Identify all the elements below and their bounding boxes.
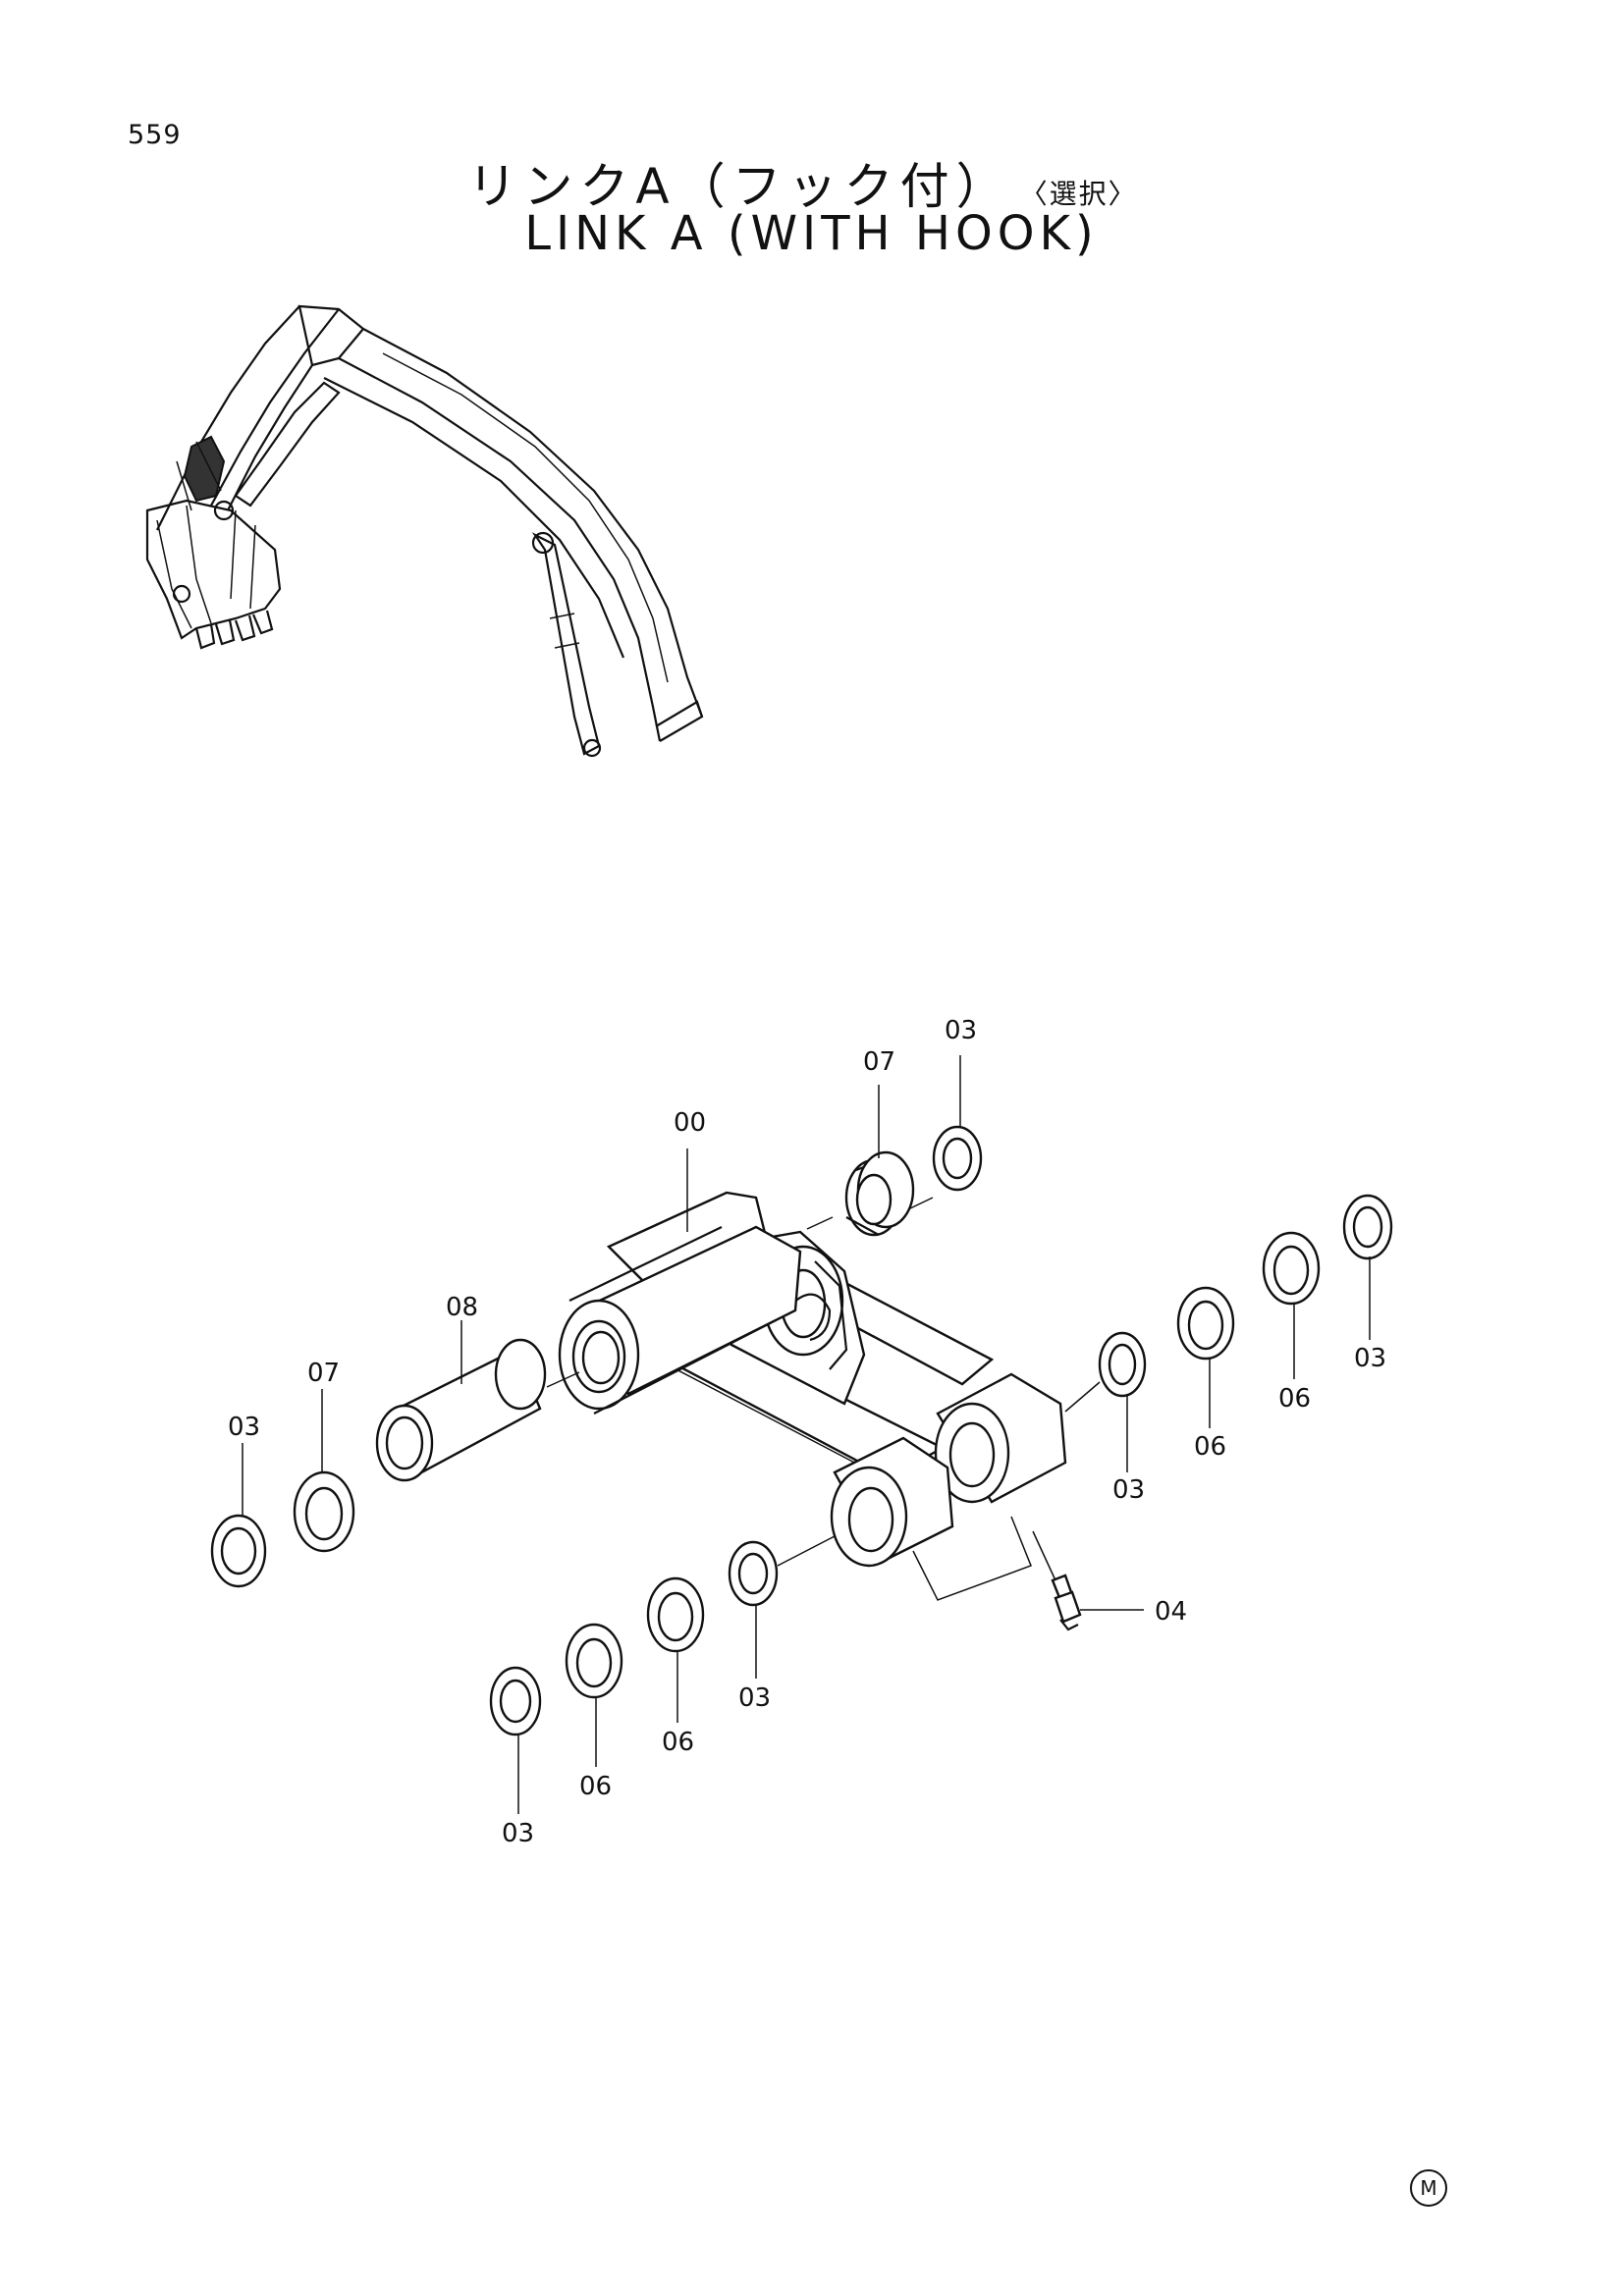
callout-03-right-top: 03	[1354, 1344, 1386, 1373]
callout-06-bottom-a: 06	[662, 1728, 694, 1757]
callout-03-left: 03	[228, 1413, 260, 1442]
callout-08: 08	[446, 1293, 478, 1322]
page-number: 559	[128, 120, 182, 150]
ring-03-bottom-mid	[728, 1540, 779, 1607]
ring-03-right-mid	[1098, 1331, 1147, 1398]
leader-lines	[242, 1055, 1371, 1814]
bushing-07-top	[844, 1150, 915, 1237]
ring-03-right-top	[1342, 1194, 1393, 1260]
callout-06-right-a: 06	[1194, 1432, 1226, 1462]
bushing-06-bottom-b	[565, 1623, 623, 1699]
callout-04: 04	[1155, 1597, 1187, 1627]
bushing-06-right-a	[1176, 1286, 1235, 1361]
title-english: LINK A (WITH HOOK)	[524, 206, 1099, 261]
title-japanese-main: リンクA（フック付）	[467, 158, 1012, 215]
bushing-06-right-b	[1262, 1231, 1321, 1306]
ring-03-top	[932, 1125, 983, 1192]
callout-03-bottom-mid: 03	[738, 1683, 771, 1713]
grease-fitting-04	[1051, 1574, 1082, 1631]
callout-03-top: 03	[945, 1016, 977, 1045]
bushing-06-bottom-a	[646, 1576, 705, 1653]
callouts: 03 07 00 03 06 06 03 08 07 03 04 03 06 0…	[228, 1016, 1386, 1848]
excavator-illustration-icon	[145, 304, 704, 758]
callout-06-bottom-b: 06	[579, 1772, 612, 1801]
pin-08	[375, 1338, 547, 1482]
callout-07-top: 07	[863, 1047, 895, 1077]
callout-03-right-mid: 03	[1112, 1475, 1145, 1505]
callout-03-bottom: 03	[502, 1819, 534, 1848]
link-body-part	[558, 1191, 1067, 1601]
ring-03-left	[210, 1514, 267, 1588]
callout-06-right-b: 06	[1278, 1384, 1311, 1414]
circled-m-icon: M	[1410, 2169, 1447, 2207]
bushing-07-left	[293, 1470, 355, 1553]
title-japanese-option: 〈選択〉	[1033, 178, 1138, 210]
ring-03-bottom	[489, 1666, 542, 1736]
callout-07-left: 07	[307, 1359, 340, 1388]
title-japanese: リンクA（フック付） 〈選択〉	[0, 147, 1623, 218]
callout-00: 00	[674, 1108, 706, 1138]
